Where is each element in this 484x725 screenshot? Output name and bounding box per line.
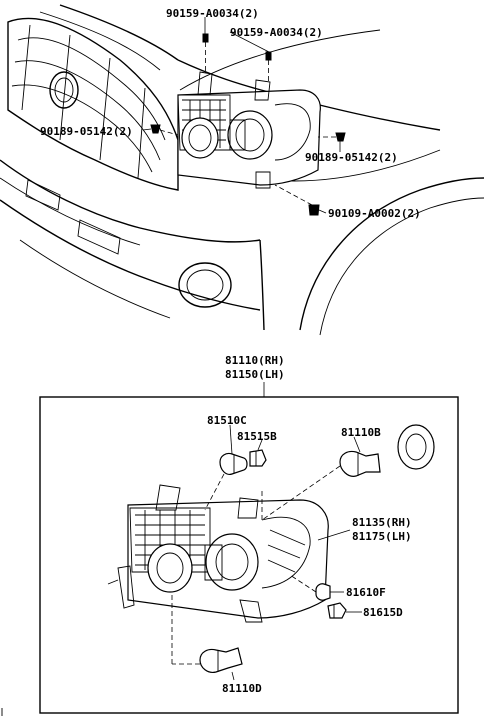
headlamp-installed bbox=[177, 71, 321, 189]
callout-81150-lh: 81150(LH) bbox=[225, 368, 285, 381]
callout-81615d: 81615D bbox=[363, 606, 403, 619]
callout-81110b: 81110B bbox=[341, 426, 381, 439]
leader-lines-top bbox=[142, 17, 341, 214]
bulb-81110b bbox=[261, 436, 381, 521]
socket-81515b bbox=[249, 439, 267, 467]
callout-81175-lh: 81175(LH) bbox=[352, 530, 412, 543]
callout-81510c: 81510C bbox=[207, 414, 247, 427]
callout-81610f: 81610F bbox=[346, 586, 386, 599]
assembly-frame bbox=[39, 396, 459, 714]
callout-90189-05142-right: 90189-05142(2) bbox=[305, 151, 398, 164]
callout-90159-a0034-upper: 90159-A0034(2) bbox=[166, 7, 259, 20]
bulb-81510c bbox=[204, 424, 248, 511]
leader-81135 bbox=[317, 529, 351, 541]
headlamp-assembly bbox=[107, 484, 329, 623]
callout-90109-a0002: 90109-A0002(2) bbox=[328, 207, 421, 220]
callout-90189-05142-left: 90189-05142(2) bbox=[40, 125, 133, 138]
callout-81135-rh: 81135(RH) bbox=[352, 516, 412, 529]
bulb-81110d bbox=[171, 592, 243, 681]
callout-81110-rh: 81110(RH) bbox=[225, 354, 285, 367]
seal-ring bbox=[397, 424, 435, 470]
fastener-bolts-top bbox=[150, 33, 346, 216]
bulb-81610f bbox=[289, 574, 344, 601]
socket-81615d bbox=[327, 602, 362, 619]
callout-90159-a0034-lower: 90159-A0034(2) bbox=[230, 26, 323, 39]
callout-81515b: 81515B bbox=[237, 430, 277, 443]
callout-81110d: 81110D bbox=[222, 682, 262, 695]
